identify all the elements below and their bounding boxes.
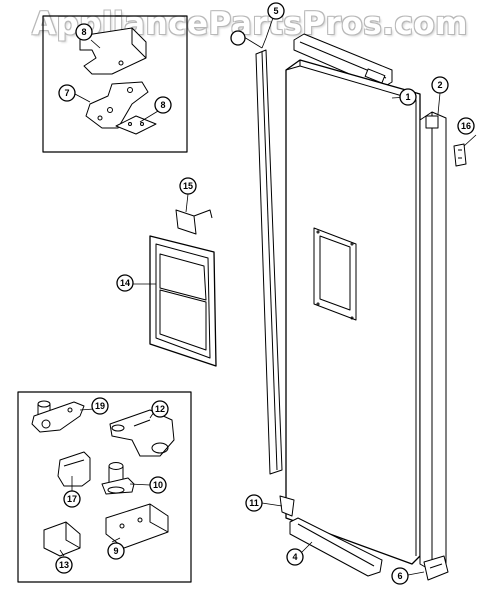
top-hinge-part (85, 81, 149, 129)
lower-hinge-plate-part (105, 503, 169, 549)
door-bottom-trim (289, 517, 383, 577)
svg-text:14: 14 (120, 278, 130, 288)
callout-5[interactable]: 5 (267, 2, 285, 20)
svg-text:8: 8 (81, 27, 86, 37)
dispenser-bracket-part (175, 209, 213, 235)
callout-14[interactable]: 14 (116, 274, 134, 292)
door-top-cap (293, 33, 393, 89)
callout-10[interactable]: 10 (149, 476, 167, 494)
callout-1[interactable]: 1 (399, 88, 417, 106)
svg-text:6: 6 (397, 571, 402, 581)
svg-text:16: 16 (461, 121, 471, 131)
callout-11[interactable]: 11 (245, 494, 263, 512)
callout-2[interactable]: 2 (431, 76, 449, 94)
hinge-shim-part (115, 115, 157, 135)
svg-text:11: 11 (249, 498, 259, 508)
callout-8-bottom[interactable]: 8 (154, 96, 172, 114)
svg-text:5: 5 (273, 6, 278, 16)
svg-text:12: 12 (155, 404, 165, 414)
callout-13[interactable]: 13 (55, 556, 73, 574)
callout-7[interactable]: 7 (58, 84, 76, 102)
svg-text:2: 2 (437, 80, 442, 90)
hinge-plate-part (57, 451, 91, 487)
main-door-panel (285, 59, 421, 565)
callout-16[interactable]: 16 (457, 117, 475, 135)
callout-4[interactable]: 4 (286, 548, 304, 566)
callout-seal[interactable] (230, 30, 246, 46)
hinge-bushing-part (101, 462, 135, 495)
hinge-pin-part (31, 400, 85, 433)
right-door-trim (419, 111, 447, 573)
callout-17[interactable]: 17 (63, 490, 81, 508)
callout-19[interactable]: 19 (91, 397, 109, 415)
hinge-cover-bracket-part (43, 521, 81, 557)
callout-6[interactable]: 6 (391, 567, 409, 585)
door-seal-corner (279, 495, 295, 517)
dispenser-frame (149, 235, 217, 367)
svg-text:8: 8 (160, 100, 165, 110)
svg-text:10: 10 (153, 480, 163, 490)
bottom-hinge-bracket (423, 555, 449, 581)
callout-15[interactable]: 15 (179, 177, 197, 195)
callout-9[interactable]: 9 (107, 542, 125, 560)
svg-text:9: 9 (113, 546, 118, 556)
svg-text:15: 15 (183, 181, 193, 191)
svg-text:1: 1 (405, 92, 410, 102)
svg-text:7: 7 (64, 88, 69, 98)
svg-text:13: 13 (59, 560, 69, 570)
door-clip-part (453, 143, 467, 167)
hinge-arm-part (109, 409, 175, 457)
bottom-hinge-inset-box (17, 391, 192, 583)
top-hinge-inset-box (42, 15, 188, 153)
svg-text:4: 4 (292, 552, 297, 562)
svg-text:17: 17 (67, 494, 77, 504)
callout-12[interactable]: 12 (151, 400, 169, 418)
svg-text:19: 19 (95, 401, 105, 411)
callout-8-top[interactable]: 8 (75, 23, 93, 41)
left-door-trim (255, 49, 283, 475)
top-hinge-cover-part (79, 27, 147, 75)
